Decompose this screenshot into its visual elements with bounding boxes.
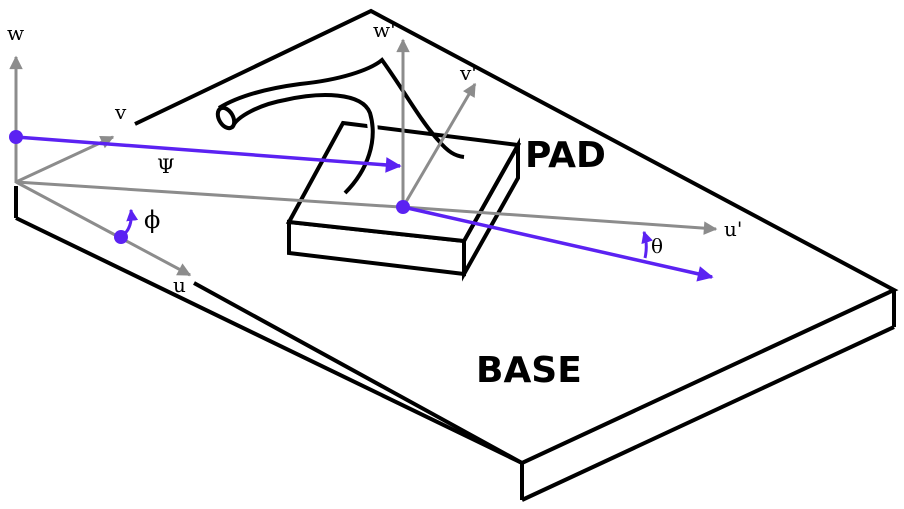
v-label: v <box>114 100 127 124</box>
labels: w v u Ψ ϕ w' v' u' θ PAD BASE <box>7 18 742 391</box>
base-top-edge <box>134 8 899 466</box>
v-prime-label: v' <box>459 61 477 85</box>
rotation-vectors <box>9 130 714 282</box>
cable-end <box>215 105 237 131</box>
w-prime-label: w' <box>373 18 396 42</box>
base-label: BASE <box>476 350 582 391</box>
base-plate <box>14 8 899 502</box>
u-prime-label: u' <box>724 217 742 241</box>
cable <box>213 57 465 197</box>
w-label: w <box>7 21 24 45</box>
psi-label: Ψ <box>157 154 175 178</box>
base-bottom-right-edge <box>521 325 895 502</box>
theta-arc <box>641 230 653 259</box>
cable-upper-strand <box>217 57 465 159</box>
pad-label: PAD <box>525 135 606 176</box>
u-label: u <box>173 273 186 297</box>
pad-origin-dot <box>396 200 410 214</box>
phi-arc <box>121 208 139 238</box>
pad-frame-axes <box>396 38 718 235</box>
theta-label: θ <box>651 234 663 258</box>
psi-vector <box>15 135 402 173</box>
theta-vector <box>402 205 714 282</box>
u-prime-axis <box>402 205 718 235</box>
v-prime-axis <box>401 82 477 208</box>
phi-label: ϕ <box>144 206 160 234</box>
base-left-front-edge <box>15 216 523 465</box>
psi-origin-dot <box>9 130 23 144</box>
cable-lower-strand <box>230 93 375 195</box>
u-axis <box>15 180 192 277</box>
base-to-pad-line <box>15 180 401 209</box>
